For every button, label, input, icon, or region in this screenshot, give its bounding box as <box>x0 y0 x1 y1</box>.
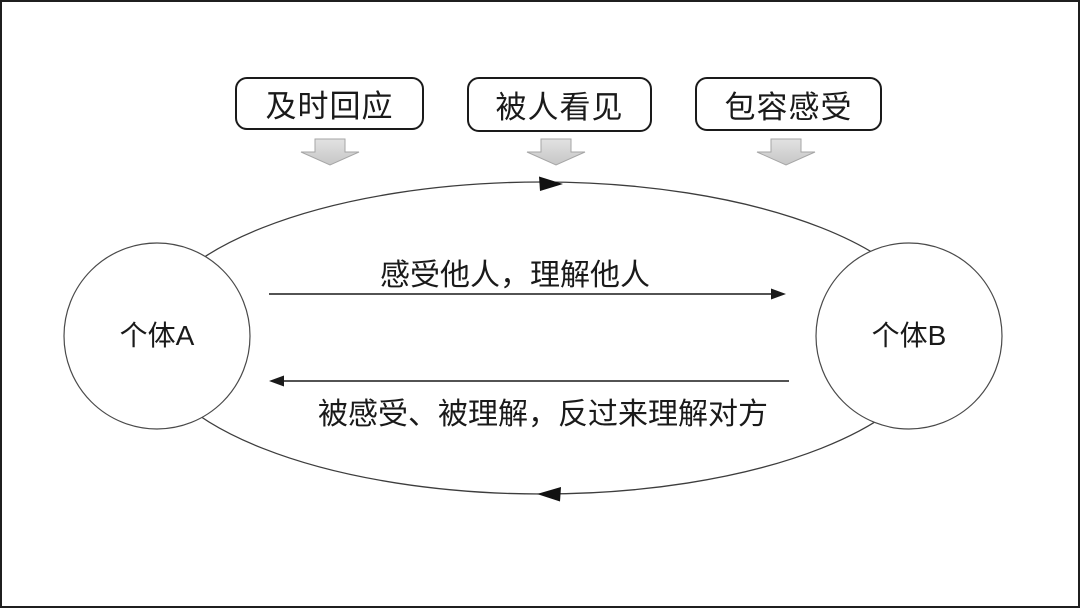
top-box-being-seen: 被人看见 <box>467 77 652 132</box>
backward-flow-label: 被感受、被理解，反过来理解对方 <box>318 398 768 431</box>
cycle-arrowhead-bottom-icon <box>537 487 561 502</box>
forward-arrowhead-icon <box>771 288 786 300</box>
top-box-label: 包容感受 <box>724 89 853 125</box>
down-arrow-icon-1 <box>300 138 360 166</box>
down-arrow-icon-2 <box>526 138 586 166</box>
node-b-circle <box>815 242 1003 430</box>
forward-flow-label: 感受他人，理解他人 <box>380 259 650 292</box>
top-box-accept-feelings: 包容感受 <box>695 77 882 131</box>
node-a-label: 个体A <box>119 320 195 351</box>
backward-arrowhead-icon <box>269 375 284 387</box>
node-b-label: 个体B <box>871 320 947 351</box>
top-box-label: 及时回应 <box>265 89 394 124</box>
node-a-circle <box>63 242 251 430</box>
cycle-arrowhead-top-icon <box>539 176 563 191</box>
top-box-timely-response: 及时回应 <box>235 77 424 130</box>
top-box-label: 被人看见 <box>495 90 624 125</box>
down-arrow-icon-3 <box>756 138 816 166</box>
